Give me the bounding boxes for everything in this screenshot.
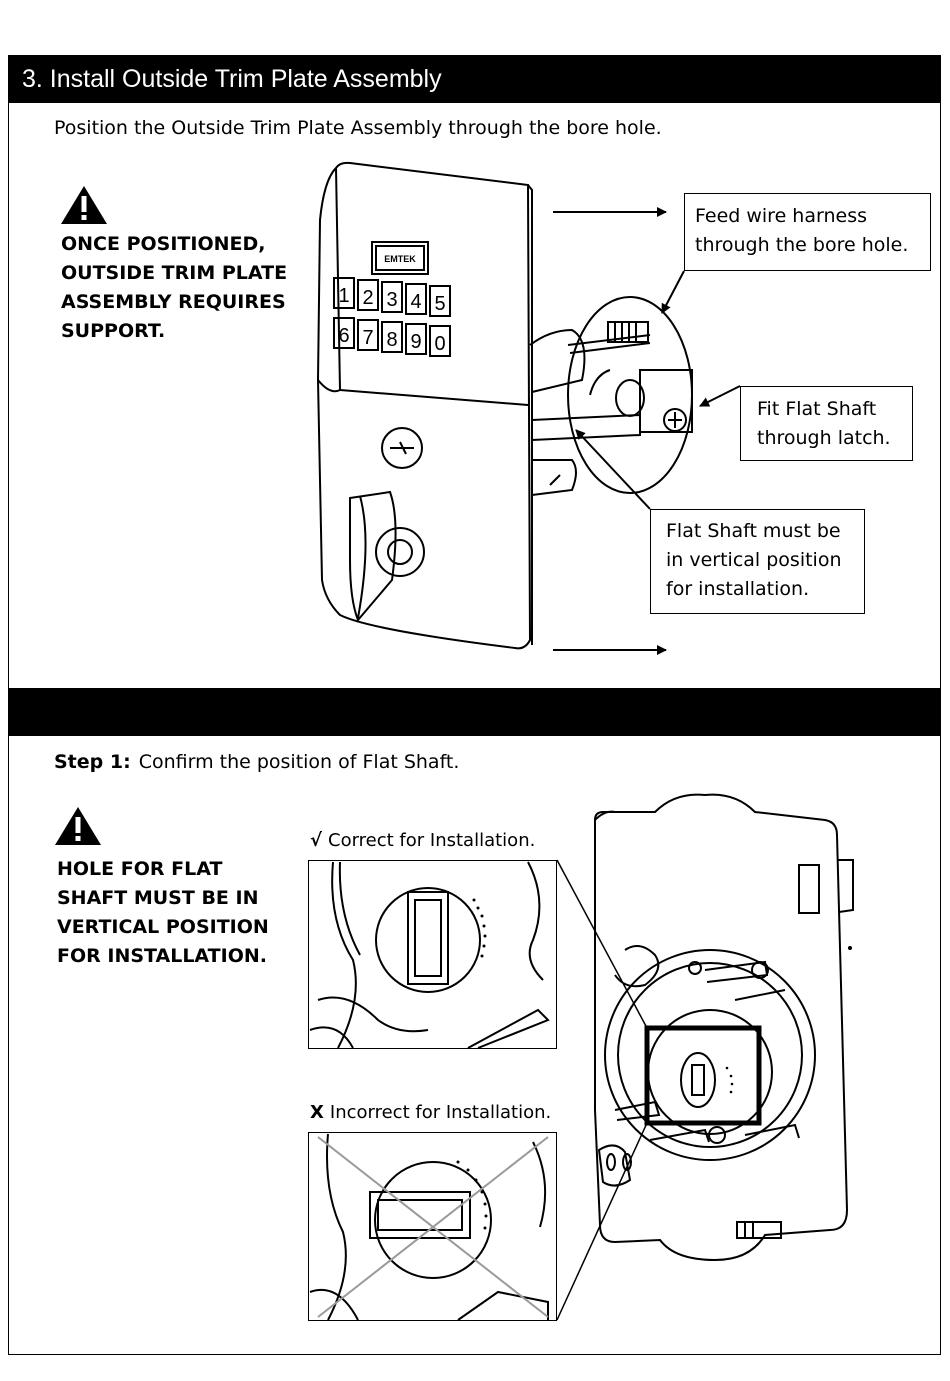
trim-plate-illustration: EMTEK 1 2 3 4 5 6 7 8 9 0 xyxy=(316,161,693,650)
callout-line: Fit Flat Shaft xyxy=(757,398,877,420)
callout-line: for installation. xyxy=(666,578,810,600)
section-title: 3. Install Outside Trim Plate Assembly xyxy=(22,65,442,93)
top-arrows xyxy=(553,207,741,655)
callout-line: through the bore hole. xyxy=(695,234,909,256)
warning-triangle-icon xyxy=(61,186,107,224)
keypad-key: 2 xyxy=(362,287,373,309)
callout-line: in vertical position xyxy=(666,549,842,571)
latch-plate-illustration xyxy=(594,793,854,1262)
warning-triangle-icon xyxy=(55,807,101,845)
keypad-key: 1 xyxy=(338,285,349,307)
lock-brand-label: EMTEK xyxy=(384,254,416,264)
callout-wire-harness: Feed wire harness through the bore hole. xyxy=(684,193,931,271)
incorrect-caption-text: Incorrect for Installation. xyxy=(329,1102,552,1123)
keypad-key: 3 xyxy=(386,289,397,311)
keypad-key: 0 xyxy=(434,333,445,355)
intro-text: Position the Outside Trim Plate Assembly… xyxy=(54,117,662,139)
correct-detail-image xyxy=(308,860,557,1049)
step-1-line: Step 1: Confirm the position of Flat Shaf… xyxy=(54,751,459,773)
step-1-text: Confirm the position of Flat Shaft. xyxy=(138,751,460,773)
keypad-key: 6 xyxy=(338,325,349,347)
callout-line: through latch. xyxy=(757,427,891,449)
section-header-bar: 3. Install Outside Trim Plate Assembly xyxy=(8,55,941,103)
callout-vertical-position: Flat Shaft must be in vertical position … xyxy=(650,509,865,614)
correct-caption: √Correct for Installation. xyxy=(310,830,535,851)
step-1-label: Step 1: xyxy=(54,751,131,773)
warning-top-line: ONCE POSITIONED, xyxy=(61,233,266,255)
warning-top-line: SUPPORT. xyxy=(61,320,166,342)
keypad-key: 7 xyxy=(362,327,373,349)
x-mark-icon: X xyxy=(310,1102,324,1123)
warning-bottom-line: HOLE FOR FLAT xyxy=(57,858,223,880)
callout-line: Flat Shaft must be xyxy=(666,520,841,542)
keypad-key: 4 xyxy=(410,291,421,313)
check-mark-icon: √ xyxy=(310,830,323,851)
warning-top-text: ONCE POSITIONED, OUTSIDE TRIM PLATE ASSE… xyxy=(61,230,287,346)
warning-bottom-line: VERTICAL POSITION xyxy=(57,916,269,938)
callout-flat-shaft: Fit Flat Shaft through latch. xyxy=(740,386,913,461)
keypad-key: 8 xyxy=(386,329,397,351)
warning-bottom-text: HOLE FOR FLAT SHAFT MUST BE IN VERTICAL … xyxy=(57,855,269,971)
divider-bar xyxy=(8,688,941,736)
keypad-key: 5 xyxy=(434,293,445,315)
incorrect-detail-image xyxy=(308,1132,557,1321)
warning-top-line: OUTSIDE TRIM PLATE xyxy=(61,262,288,284)
keypad-key: 9 xyxy=(410,331,421,353)
callout-line: Feed wire harness xyxy=(695,205,868,227)
correct-caption-text: Correct for Installation. xyxy=(328,830,536,851)
warning-bottom-line: SHAFT MUST BE IN xyxy=(57,887,259,909)
warning-bottom-line: FOR INSTALLATION. xyxy=(57,945,267,967)
warning-top-line: ASSEMBLY REQUIRES xyxy=(61,291,286,313)
